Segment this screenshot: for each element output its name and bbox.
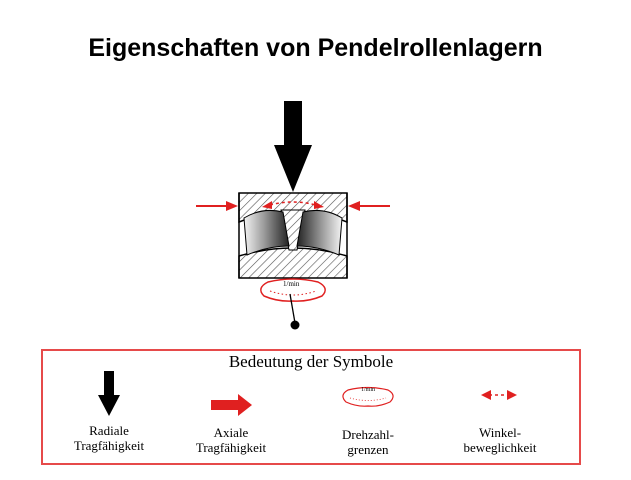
legend-item-label: Winkel- bbox=[478, 425, 522, 440]
legend-item-label: grenzen bbox=[347, 442, 389, 457]
legend-box bbox=[41, 349, 581, 465]
legend-item-label: beweglichkeit bbox=[463, 440, 537, 455]
axial-arrow-right bbox=[348, 201, 390, 211]
legend-gauge-unit-label: 1/min bbox=[361, 387, 376, 393]
inner-ring bbox=[238, 247, 348, 279]
roller-right bbox=[296, 210, 343, 256]
legend-item-axial: Axiale Tragfähigkeit bbox=[171, 425, 291, 455]
legend-item-angular: Winkel- beweglichkeit bbox=[440, 425, 560, 455]
angular-movement-arrow bbox=[262, 201, 324, 209]
legend-item-speed: Drehzahl- grenzen bbox=[308, 427, 428, 457]
roller-left bbox=[243, 210, 290, 256]
legend-item-label: Axiale bbox=[213, 425, 249, 440]
gauge-unit-label: 1/min bbox=[283, 280, 300, 288]
legend-item-label: Drehzahl- bbox=[342, 427, 394, 442]
legend-item-radial: Radiale Tragfähigkeit bbox=[49, 423, 169, 453]
axial-arrow-left bbox=[196, 201, 238, 211]
red-arrow-icon bbox=[211, 394, 252, 416]
legend-item-label: Tragfähigkeit bbox=[195, 440, 267, 455]
legend-heading: Bedeutung der Symbole bbox=[228, 352, 394, 371]
legend-item-label: Radiale bbox=[89, 423, 129, 438]
speed-gauge-icon bbox=[342, 386, 394, 407]
speed-gauge bbox=[260, 278, 326, 330]
angular-arrow-icon bbox=[481, 390, 517, 400]
legend-item-label: Tragfähigkeit bbox=[73, 438, 145, 453]
down-arrow-icon bbox=[98, 371, 120, 416]
page-title: Eigenschaften von Pendelrollenlagern bbox=[88, 34, 543, 62]
radial-load-arrow bbox=[274, 101, 312, 192]
